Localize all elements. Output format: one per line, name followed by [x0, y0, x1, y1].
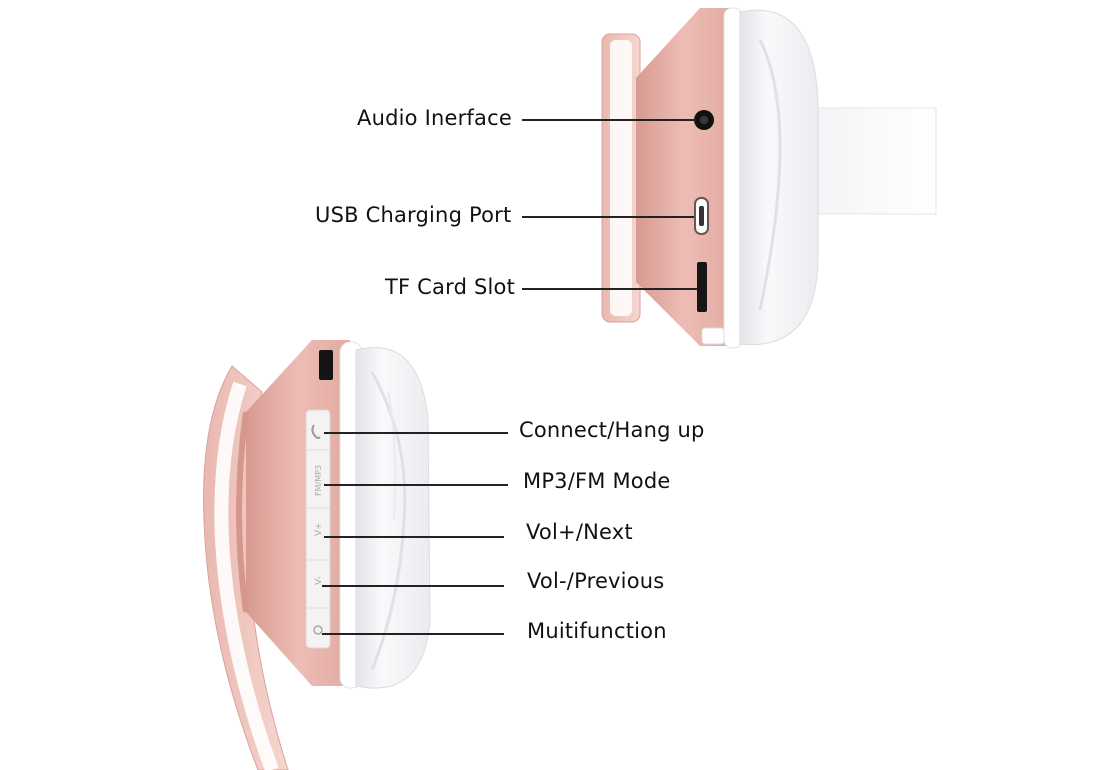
leader-line-connect [324, 432, 508, 434]
leader-line-vol-plus [324, 536, 504, 538]
button-strip [305, 409, 331, 649]
fm-mp3-mark: FM/MP3 [314, 465, 323, 496]
callout-audio-interface: Audio Inerface [357, 106, 512, 130]
top-rim [723, 7, 743, 349]
callout-multifunction: Muitifunction [527, 619, 667, 643]
callout-vol-minus-previous: Vol-/Previous [527, 569, 665, 593]
callout-mp3-fm-mode: MP3/FM Mode [523, 469, 671, 493]
tf-card-slot [697, 262, 707, 312]
power-icon [313, 625, 323, 635]
bottom-cushion [355, 347, 431, 689]
leader-line-tf [522, 288, 698, 290]
leader-line-vol-minus [322, 585, 504, 587]
top-earcup-shell [636, 8, 732, 346]
callout-usb-charging-port: USB Charging Port [315, 203, 512, 227]
callout-tf-card-slot: TF Card Slot [385, 275, 516, 299]
callout-vol-plus-next: Vol+/Next [526, 520, 633, 544]
vol-plus-mark: V+ [314, 522, 324, 536]
callout-connect-hang-up: Connect/Hang up [519, 418, 705, 442]
top-headband [799, 107, 937, 215]
leader-line-audio [522, 119, 696, 121]
top-earcup [601, 7, 937, 349]
vol-minus-mark: V- [314, 576, 324, 585]
phone-icon [311, 424, 321, 439]
leader-line-usb [522, 216, 694, 218]
leader-line-multifunction [322, 633, 504, 635]
usb-a-port [319, 350, 333, 380]
leader-line-mode [324, 484, 508, 486]
bottom-earcup: FM/MP3 V+ V- [203, 340, 431, 770]
